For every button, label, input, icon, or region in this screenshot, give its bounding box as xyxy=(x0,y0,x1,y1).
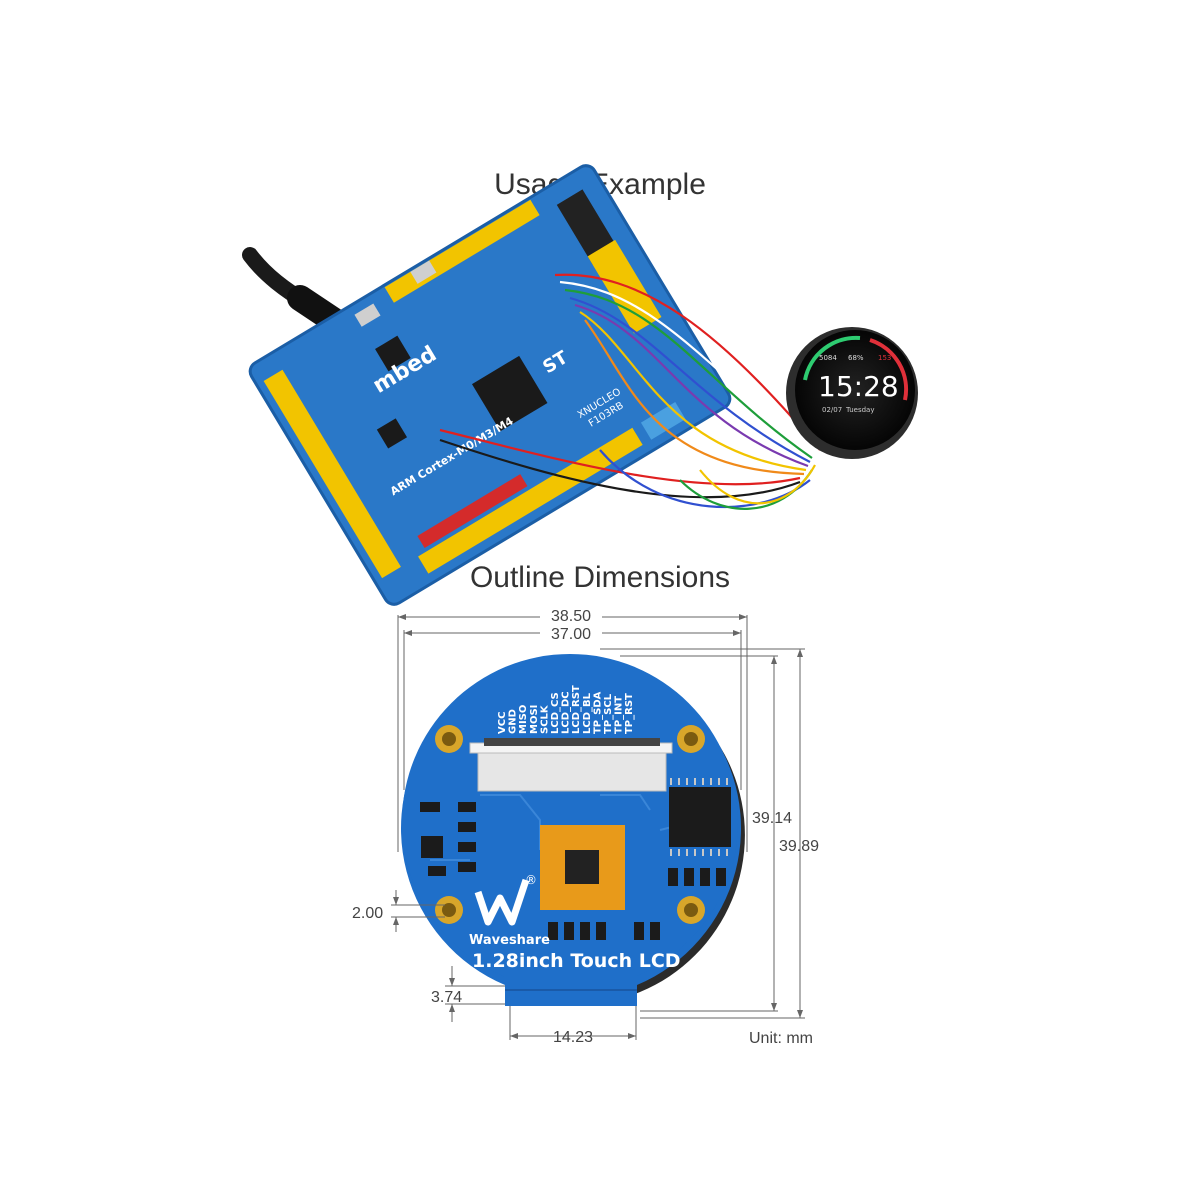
unit-label: Unit: mm xyxy=(749,1030,813,1047)
heart-arc xyxy=(869,338,909,401)
wire-green xyxy=(564,288,813,459)
wire-purple xyxy=(574,303,809,468)
wire-yellow-2 xyxy=(699,464,816,505)
wire-red-2 xyxy=(439,428,801,486)
waveshare-logo: ® xyxy=(474,873,537,926)
wire-yellow xyxy=(579,311,807,472)
pin-label-sclk: SCLK xyxy=(539,704,550,734)
dimension-arrows xyxy=(393,614,803,1039)
pin-label-vcc: VCC xyxy=(497,712,508,734)
dim-tab-height: 3.74 xyxy=(431,989,462,1006)
small-chip xyxy=(375,335,411,372)
dim-width-inner: 37.00 xyxy=(551,626,591,643)
pin-label-lcd-rst: LCD_RST xyxy=(571,685,582,734)
dim-hole-offset: 2.00 xyxy=(352,905,383,922)
usb-port-1 xyxy=(410,260,437,284)
round-lcd-photo: 5084 68% 153 15:28 02/07 Tuesday xyxy=(786,327,918,459)
pin-label-gnd: GND xyxy=(508,709,519,734)
pin-label-lcd-dc: LCD_DC xyxy=(561,691,572,734)
product-silkscreen: 1.28inch Touch LCD xyxy=(472,950,681,972)
lcd-module-tab xyxy=(505,960,637,1006)
fpc-contacts xyxy=(484,738,660,746)
waveshare-logo-mark xyxy=(474,878,530,926)
pin-label-tp-sda: TP_SDA xyxy=(592,691,603,734)
pin-label-tp-int: TP_INT xyxy=(614,696,625,734)
mounting-holes xyxy=(435,725,705,924)
wire-black xyxy=(439,438,801,499)
wire-orange xyxy=(584,319,805,476)
pin-label-tp-rst: TP_RST xyxy=(624,693,635,734)
wire-white xyxy=(559,280,816,456)
dim-width-outer: 38.50 xyxy=(551,608,591,625)
clock-date: 02/07 xyxy=(822,406,842,414)
steps-text: 5084 xyxy=(819,354,837,362)
lcd-screen xyxy=(795,330,915,450)
pin-label-lcd-bl: LCD_BL xyxy=(582,692,593,734)
xnucleo-board: mbed ARM Cortex-M0/M3/M4 ST XNUCLEO F103… xyxy=(248,164,732,606)
touch-controller-ic xyxy=(669,787,731,847)
left-header xyxy=(263,369,401,579)
ic-pins xyxy=(670,778,728,856)
heart-rate-text: 153 xyxy=(878,354,891,362)
red-header xyxy=(417,474,528,548)
dim-tab-width: 14.23 xyxy=(553,1029,593,1046)
pin-label-mosi: MOSI xyxy=(529,705,540,734)
touch-chip xyxy=(565,850,599,884)
wire-blue xyxy=(569,296,811,463)
ldo-chip xyxy=(421,836,443,858)
outline-dimensions-heading: Outline Dimensions xyxy=(469,561,731,594)
pin-label-miso: MISO xyxy=(518,705,529,734)
usage-photo: mbed ARM Cortex-M0/M3/M4 ST XNUCLEO F103… xyxy=(242,164,918,606)
usb-port-2 xyxy=(354,303,381,327)
clock-time: 15:28 xyxy=(818,370,899,403)
dim-height-inner: 39.14 xyxy=(752,810,792,827)
clock-weekday: Tuesday xyxy=(845,406,874,414)
steps-arc xyxy=(803,335,861,381)
registered-mark: ® xyxy=(525,873,537,887)
pin-label-tp-scl: TP_SCL xyxy=(603,693,614,734)
wire-red xyxy=(554,273,821,451)
fpc-connector-body xyxy=(477,752,667,792)
dim-height-outer: 39.89 xyxy=(779,838,819,855)
brand-silkscreen: Waveshare xyxy=(469,933,550,948)
battery-text: 68% xyxy=(848,354,864,362)
pin-label-lcd-cs: LCD_CS xyxy=(550,692,561,734)
mcu-chip xyxy=(471,355,548,432)
bottom-header xyxy=(418,427,643,574)
regulator-chip xyxy=(376,418,408,449)
jumper-wires xyxy=(439,273,821,510)
smd-components xyxy=(420,802,726,940)
jtag-header xyxy=(556,189,619,265)
